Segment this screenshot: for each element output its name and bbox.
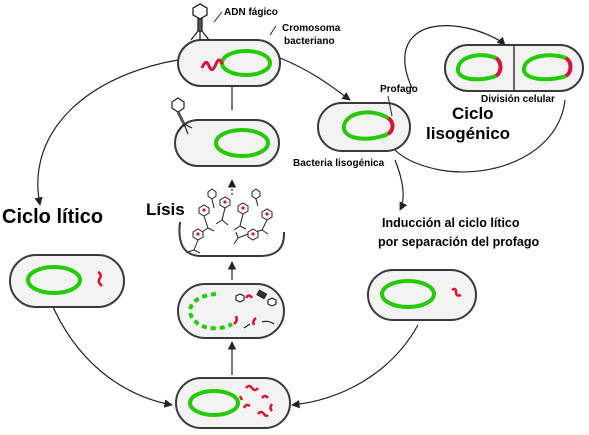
label-cromosoma-1: Cromosoma xyxy=(282,23,341,34)
label-profago: Profago xyxy=(380,84,418,95)
chromosome-with-prophage xyxy=(342,110,390,141)
cell-induction xyxy=(367,269,477,321)
bacterial-chromosome xyxy=(380,279,436,309)
phage-dna-copies xyxy=(238,384,274,418)
prophage-segment xyxy=(386,116,395,136)
arrow-lysogenic-to-division xyxy=(404,25,506,89)
cell-attachment xyxy=(171,97,280,167)
label-induccion-2: por separación del profago xyxy=(378,235,540,249)
label-adn-fagico: ADN fágico xyxy=(224,7,278,18)
arrow-induction-to-bottom xyxy=(291,324,419,409)
daughter-chromosome-right xyxy=(522,53,567,82)
label-cromosoma-2: bacteriano xyxy=(284,36,335,47)
label-induccion-1: Inducción al ciclo lítico xyxy=(382,216,520,230)
arrow-top-to-left xyxy=(34,59,179,206)
phage-dna-strand xyxy=(97,270,103,287)
cell-lysis xyxy=(178,188,286,257)
fragmented-chromosome xyxy=(188,292,234,331)
cell-division xyxy=(444,44,584,92)
bacterial-chromosome xyxy=(26,265,82,295)
label-bacteria-lisogenica: Bacteria lisogénica xyxy=(293,158,385,169)
arrow-lysogenic-to-induction xyxy=(394,159,408,211)
cell-assembly xyxy=(177,283,285,339)
released-phages xyxy=(187,188,273,254)
bacterial-chromosome xyxy=(214,128,270,158)
bacteriophage-icon xyxy=(171,97,193,135)
label-division-celular: División celular xyxy=(481,94,555,105)
cell-lytic-infected xyxy=(9,254,125,308)
arrow-top-to-lysogenic xyxy=(279,57,351,101)
excised-prophage xyxy=(451,287,462,297)
label-ciclo-lisogenico-2: lisogénico xyxy=(426,124,510,143)
cell-infection xyxy=(177,3,281,87)
cell-replication xyxy=(175,377,291,429)
bacteriophage-icon xyxy=(190,3,210,41)
bacterial-chromosome xyxy=(188,389,240,417)
phage-dna-strand xyxy=(200,58,224,71)
daughter-chromosome-left xyxy=(456,53,497,82)
cell-lysogenic xyxy=(317,95,411,152)
label-ciclo-litico: Ciclo lítico xyxy=(2,206,103,228)
label-lisis: Lísis xyxy=(146,200,185,219)
arrow-division-to-lysogenic xyxy=(394,99,566,173)
label-ciclo-lisogenico-1: Ciclo xyxy=(452,104,494,123)
arrow-left-to-bottom xyxy=(49,299,173,408)
